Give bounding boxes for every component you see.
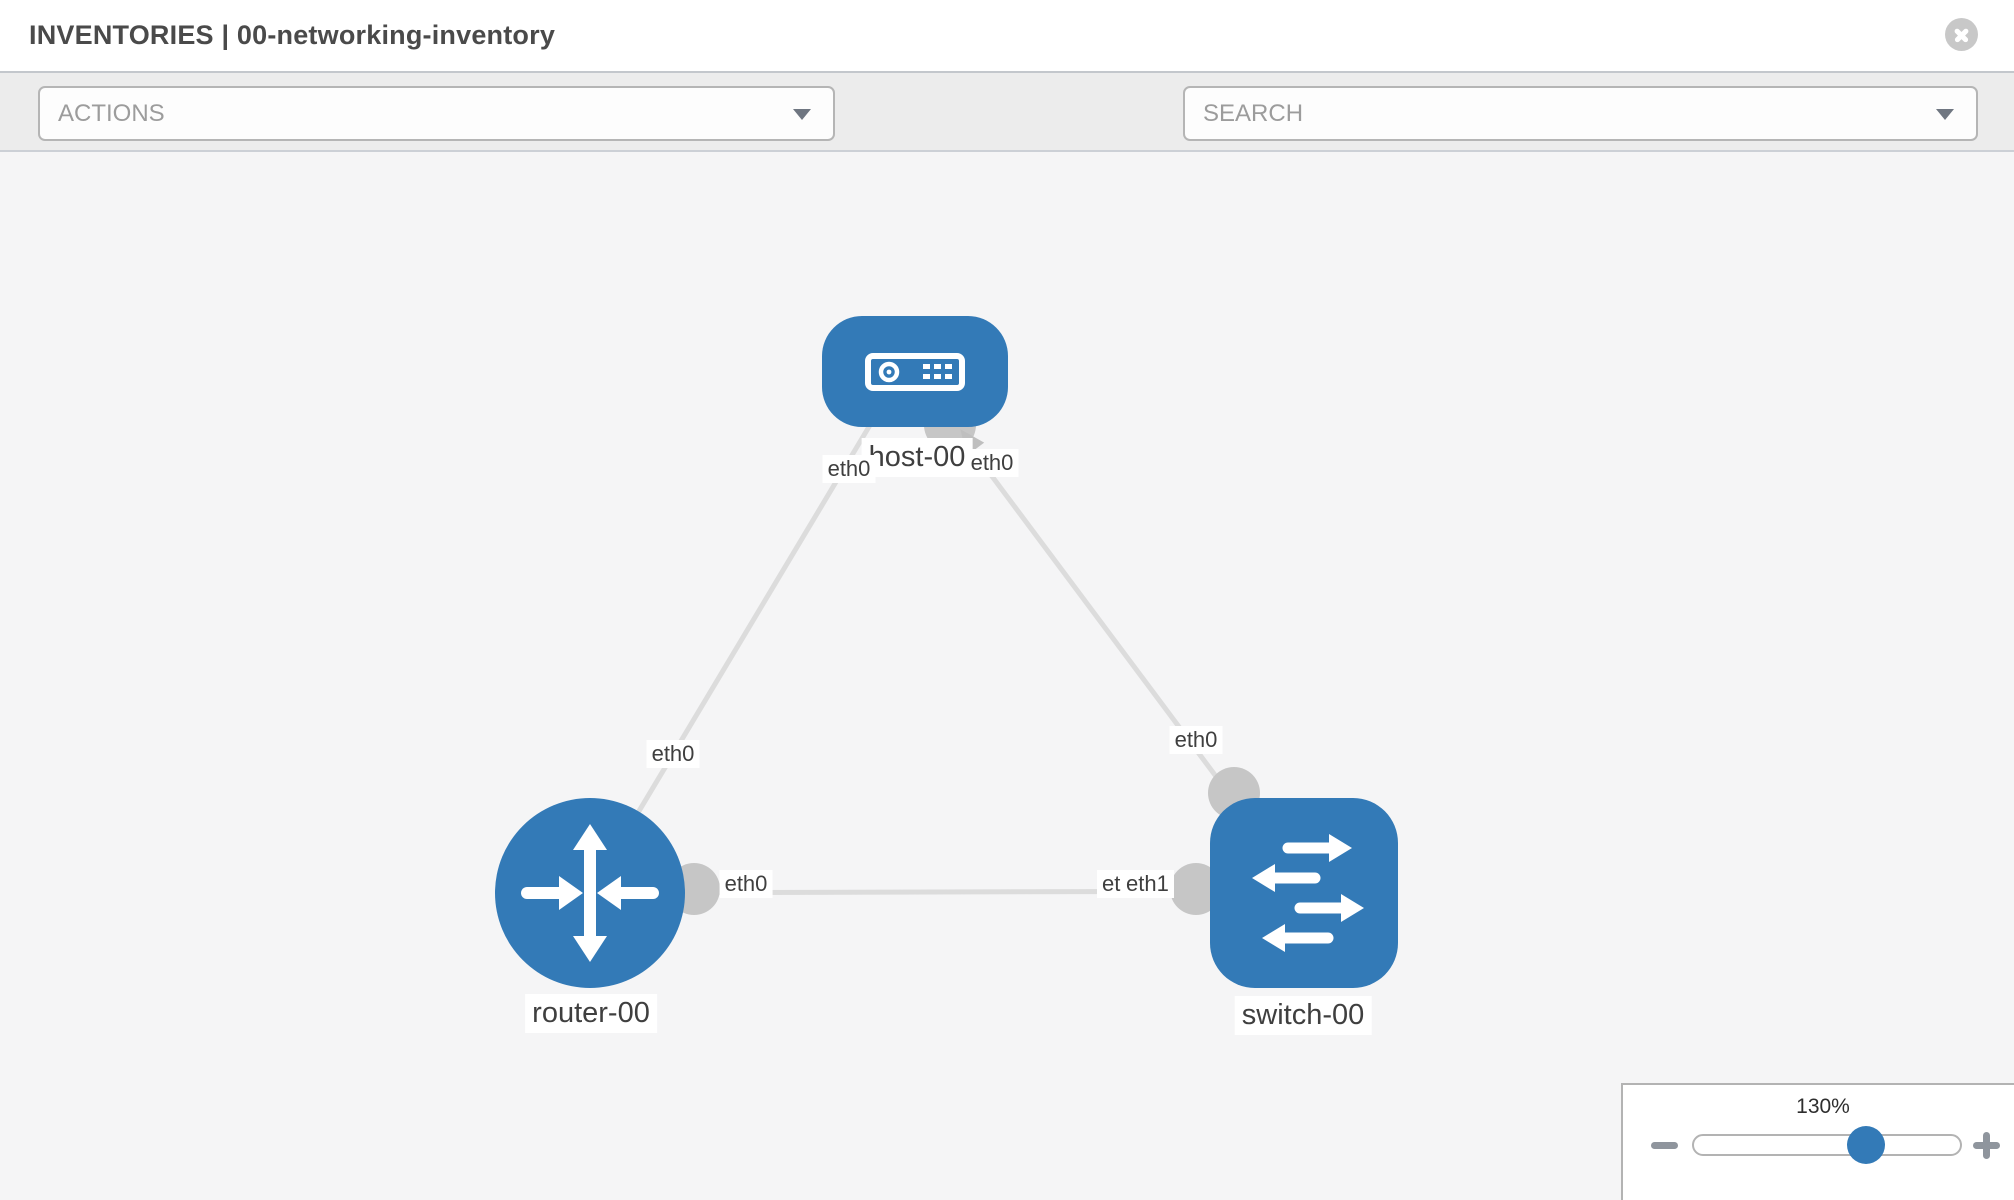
actions-dropdown[interactable]: ACTIONS (38, 86, 835, 141)
actions-dropdown-label: ACTIONS (58, 100, 165, 127)
topology-canvas[interactable]: host-00 router-00 switch-00 eth0 eth0 et… (0, 152, 2014, 1200)
zoom-control-panel: 130% (1621, 1083, 2014, 1200)
zoom-in-button[interactable] (1967, 1125, 2007, 1165)
interface-label-switch-eth0: eth0 (1169, 726, 1223, 754)
interface-label-host-eth0-left: eth0 (822, 455, 876, 483)
node-label-router: router-00 (525, 994, 657, 1033)
zoom-slider-track[interactable] (1692, 1134, 1962, 1156)
switch-icon (1252, 834, 1364, 952)
interface-label-switch-eth1: eth1 (1121, 870, 1174, 898)
node-label-switch: switch-00 (1234, 996, 1372, 1035)
close-icon (1945, 18, 1978, 51)
chevron-down-icon (793, 109, 811, 120)
search-placeholder: SEARCH (1203, 100, 1304, 127)
zoom-out-button[interactable] (1645, 1125, 1685, 1165)
plus-icon (1983, 1131, 1990, 1159)
node-label-host: host-00 (861, 438, 973, 477)
router-icon (521, 824, 659, 962)
interface-label-host-eth0-right: eth0 (965, 449, 1019, 477)
close-button[interactable] (1945, 18, 1978, 51)
zoom-slider-thumb[interactable] (1847, 1126, 1885, 1164)
node-switch-00[interactable] (1210, 798, 1398, 988)
interface-label-router-eth0-horizontal: eth0 (719, 870, 773, 898)
node-router-00[interactable] (495, 798, 685, 988)
interface-label-router-eth0: eth0 (646, 740, 700, 768)
host-icon (865, 353, 965, 391)
minus-icon (1651, 1141, 1678, 1149)
header: INVENTORIES | 00-networking-inventory (0, 0, 2014, 71)
links-layer (587, 398, 1306, 915)
connector-switch-eth1 (1170, 863, 1222, 915)
toolbar: ACTIONS SEARCH (0, 71, 2014, 203)
chevron-down-icon (1936, 109, 1954, 120)
search-dropdown[interactable]: SEARCH (1183, 86, 1978, 141)
node-host-00[interactable] (822, 316, 1008, 427)
page-title: INVENTORIES | 00-networking-inventory (29, 20, 556, 50)
zoom-level: 130% (1796, 1095, 1850, 1118)
